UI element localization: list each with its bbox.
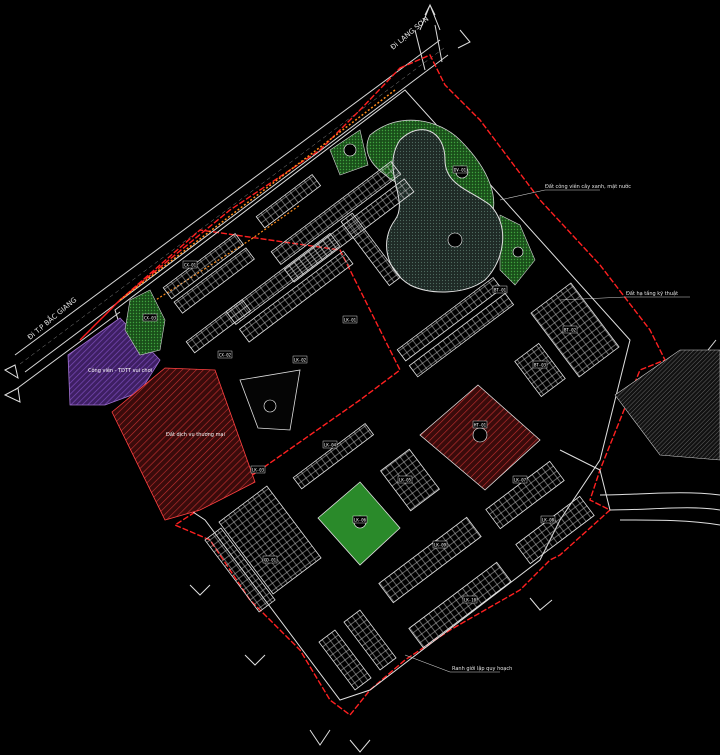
site-outline: [114, 89, 631, 701]
block-tag: BT-02: [564, 328, 577, 333]
block-tag-box: [262, 555, 278, 564]
lake: [386, 129, 504, 293]
block-tag: BT-03: [534, 363, 547, 368]
block-tag-box: [142, 313, 158, 322]
project-boundary: [79, 54, 666, 716]
commercial-zone-label: Đất dịch vụ thương mại: [166, 431, 225, 438]
block-tag: HT-01: [474, 423, 487, 428]
block-tag: CX-02: [219, 353, 232, 358]
annotation-lines: [404, 189, 690, 673]
block-tag: CX-03: [144, 316, 157, 321]
block-tag: LK-06: [354, 518, 367, 523]
block-tag: LK-10: [464, 598, 477, 603]
west-road: [14, 311, 121, 391]
block-tag: BT-01: [494, 288, 507, 293]
block-tag: LK-03: [252, 468, 265, 473]
annotation-top-right: Đất công viên cây xanh, mặt nước: [545, 183, 631, 190]
purple-zone-label: Công viên - TDTT vui chơi: [88, 367, 152, 374]
double-arrow-icon: [3, 364, 21, 403]
block-tag: GD-01: [264, 558, 277, 563]
block-tag: LK-01: [344, 318, 357, 323]
block-tag-box: [492, 285, 508, 294]
block-tag-box: [512, 475, 528, 484]
tree-strip: [119, 89, 396, 311]
highway: [14, 39, 449, 373]
double-arrow-icon: [419, 3, 471, 49]
annotation-mid-right: Đất hạ tầng kỹ thuật: [626, 289, 678, 297]
block-tag: LK-08: [542, 518, 555, 523]
block-tag: DV-01: [454, 168, 467, 173]
block-tag: LK-07: [514, 478, 527, 483]
block-tag-box: [562, 325, 578, 334]
block-tag-box: [352, 515, 368, 524]
block-tag: LK-05: [399, 478, 412, 483]
block-tag: LK-09: [434, 543, 447, 548]
block-tag-box: [540, 515, 556, 524]
block-tag-box: [322, 440, 338, 449]
block-tag: LK-04: [324, 443, 337, 448]
block-tag-box: [472, 420, 488, 429]
block-tag-box: [397, 475, 413, 484]
block-tag-box: [532, 360, 548, 369]
annotation-bottom: Ranh giới lập quy hoạch: [452, 665, 512, 672]
block-tag: LK-02: [294, 358, 307, 363]
block-tag-box: [182, 260, 198, 269]
block-tag-box: [342, 315, 358, 324]
commercial-zone: [111, 367, 256, 521]
east-hatched-area: [614, 349, 720, 461]
block-tag-box: [250, 465, 266, 474]
block-tag-box: [452, 165, 468, 174]
north-road: [414, 24, 443, 71]
east-road: [559, 449, 720, 526]
block-tag-box: [292, 355, 308, 364]
block-tag-box: [432, 540, 448, 549]
residential-blocks: [162, 160, 620, 691]
block-tag-box: [217, 350, 233, 359]
block-tag: CX-01: [184, 263, 197, 268]
block-tag-box: [462, 595, 478, 604]
double-arrow-icon: [189, 339, 717, 753]
